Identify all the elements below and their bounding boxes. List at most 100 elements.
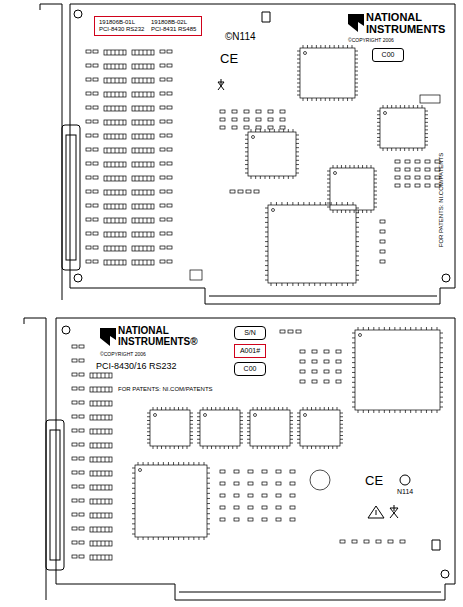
- weee-symbol: [218, 79, 224, 90]
- pin-header: [107, 260, 123, 265]
- smd-part: [238, 190, 243, 193]
- smd-part: [79, 387, 84, 390]
- smd-part: [79, 443, 84, 446]
- pin-header: [107, 120, 123, 125]
- smd-part: [79, 429, 84, 432]
- smd-part: [376, 540, 381, 543]
- smd-part: [268, 126, 273, 129]
- ic-pins: [377, 105, 428, 151]
- mount-hole: [442, 274, 450, 282]
- smd-part: [276, 470, 281, 473]
- smd-part: [296, 330, 301, 333]
- pin-header: [93, 541, 109, 546]
- smd-part: [93, 162, 98, 165]
- ic-pins: [132, 462, 210, 540]
- smd-part: [312, 370, 317, 373]
- pin-header: [135, 260, 151, 265]
- smd-part: [336, 380, 341, 383]
- pin1-dot: [139, 469, 142, 472]
- smd-part: [405, 168, 410, 171]
- smd-part: [395, 168, 400, 171]
- pin-header: [93, 471, 109, 476]
- smd-part: [160, 148, 165, 151]
- smd-part: [72, 527, 77, 530]
- pin-header: [135, 176, 151, 181]
- connector: [190, 270, 202, 280]
- smd-part: [400, 540, 405, 543]
- ic-chip: [135, 465, 207, 537]
- smd-part: [72, 471, 77, 474]
- pin-header: [90, 387, 112, 392]
- pin-header: [135, 134, 151, 139]
- smd-part: [380, 230, 385, 233]
- smd-part: [167, 64, 172, 67]
- smd-part: [220, 126, 225, 129]
- smd-part: [93, 50, 98, 53]
- pin-header: [90, 429, 112, 434]
- smd-part: [167, 50, 172, 53]
- pin-header: [107, 218, 123, 223]
- pin-header: [135, 246, 151, 251]
- smd-part: [288, 330, 293, 333]
- marking-text: C00: [382, 51, 395, 59]
- ic-pins: [352, 327, 443, 413]
- smd-part: [167, 106, 172, 109]
- smd-part: [234, 494, 239, 497]
- edge-fingers: [179, 592, 441, 593]
- ic-chip: [250, 410, 290, 446]
- smd-part: [86, 134, 91, 137]
- pin-header: [132, 246, 154, 251]
- pin-header: [104, 50, 126, 55]
- smd-part: [415, 160, 420, 163]
- smd-part: [72, 485, 77, 488]
- db-connector: [62, 125, 80, 270]
- smd-part: [324, 360, 329, 363]
- smd-part: [86, 162, 91, 165]
- warning-symbol: [432, 540, 440, 550]
- smd-part: [93, 218, 98, 221]
- pin-header: [132, 176, 154, 181]
- smd-part: [160, 134, 165, 137]
- smd-part: [160, 162, 165, 165]
- smd-part: [246, 190, 251, 193]
- smd-part: [72, 499, 77, 502]
- pin-header: [90, 541, 112, 546]
- smd-part: [256, 126, 261, 129]
- pin-header: [90, 555, 112, 560]
- pin-header: [132, 50, 154, 55]
- mount-hole: [74, 274, 82, 282]
- smd-part: [276, 506, 281, 509]
- marking-text: 191806B-01L PCI-8430 RS232: [99, 19, 145, 32]
- ic-pins: [297, 407, 343, 449]
- pin-header: [104, 204, 126, 209]
- pin-header: [104, 120, 126, 125]
- smd-part: [220, 110, 225, 113]
- smd-part: [167, 232, 172, 235]
- smd-part: [79, 415, 84, 418]
- smd-part: [290, 518, 295, 521]
- smd-part: [86, 232, 91, 235]
- smd-part: [86, 148, 91, 151]
- pin-header: [107, 176, 123, 181]
- smd-part: [280, 118, 285, 121]
- pin-header: [104, 148, 126, 153]
- smd-part: [160, 246, 165, 249]
- smd-part: [93, 246, 98, 249]
- smd-part: [86, 246, 91, 249]
- smd-part: [160, 190, 165, 193]
- smd-part: [86, 204, 91, 207]
- smd-part: [72, 345, 77, 348]
- pin-header: [104, 92, 126, 97]
- smd-part: [248, 518, 253, 521]
- smd-part: [93, 176, 98, 179]
- smd-part: [72, 401, 77, 404]
- smd-part: [312, 350, 317, 353]
- smd-part: [220, 470, 225, 473]
- pin-header: [107, 204, 123, 209]
- smd-part: [167, 162, 172, 165]
- smd-part: [336, 350, 341, 353]
- marking-text: 191808B-02L PCI-8431 RS485: [151, 19, 197, 32]
- pin-header: [93, 485, 109, 490]
- smd-part: [93, 190, 98, 193]
